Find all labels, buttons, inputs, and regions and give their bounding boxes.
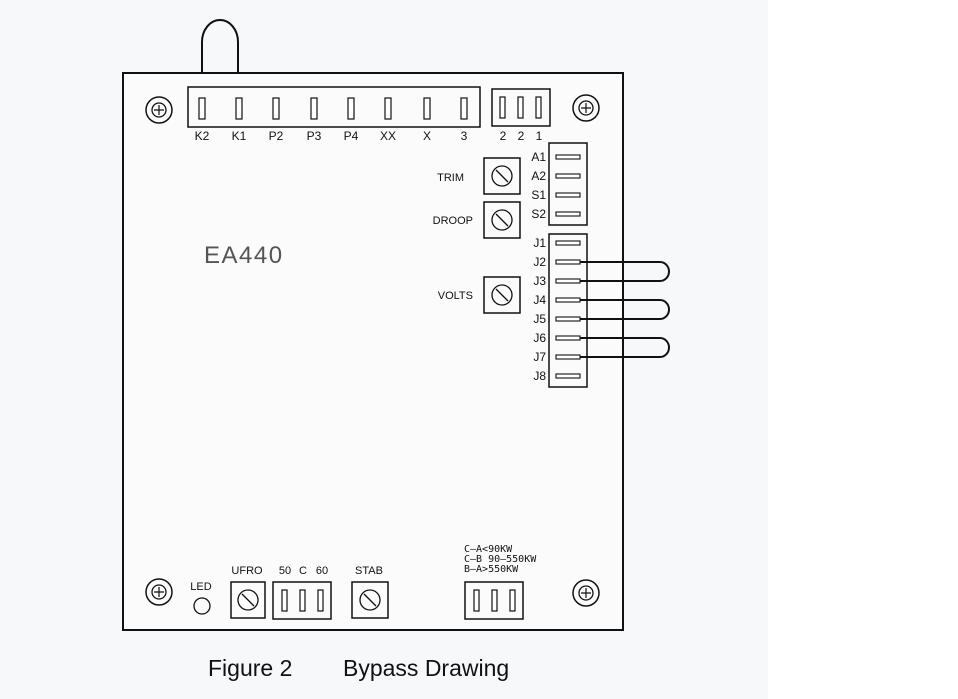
a-terminal-pins [555, 154, 581, 217]
mount-hole-bottom-left [145, 578, 173, 606]
ufro-label: UFRO [231, 565, 263, 577]
terminal-label-p2: P2 [269, 129, 284, 143]
terminal-label-j3: J3 [533, 274, 546, 288]
board-outline [122, 72, 624, 631]
droop-label: DROOP [433, 215, 473, 227]
top-right-connector-pins [499, 96, 542, 119]
jumper-j6-j7 [580, 337, 670, 358]
freq-selector-block [272, 581, 332, 620]
jumper-j4-j5 [580, 299, 670, 320]
jumper-j2-j3 [580, 261, 670, 282]
terminal-label-j8: J8 [533, 369, 546, 383]
trim-potentiometer[interactable] [483, 157, 521, 195]
volts-potentiometer[interactable] [483, 276, 521, 314]
a-terminal-block [548, 142, 588, 226]
kw-note-1: C—A<90KW [464, 544, 513, 555]
freq-label-60: 60 [316, 565, 328, 577]
terminal-label-a1: A1 [531, 150, 546, 164]
terminal-label-p4: P4 [344, 129, 359, 143]
kw-note-2: C—B 90—550KW [464, 554, 537, 565]
led-label: LED [190, 581, 211, 593]
jumper-k1-k2 [201, 19, 239, 84]
terminal-label-k2: K2 [195, 129, 210, 143]
top-terminal-pins [198, 97, 468, 120]
terminal-label-p3: P3 [307, 129, 322, 143]
top-right-connector [491, 88, 551, 127]
terminal-label-j5: J5 [533, 312, 546, 326]
droop-potentiometer[interactable] [483, 201, 521, 239]
stab-potentiometer[interactable] [351, 581, 389, 619]
terminal-label-xx: XX [380, 129, 396, 143]
led-indicator [193, 597, 211, 615]
freq-selector-pins [281, 589, 324, 612]
terminal-label-j4: J4 [533, 293, 546, 307]
ufro-potentiometer[interactable] [230, 581, 266, 619]
figure-caption-title: Bypass Drawing [343, 655, 509, 681]
stab-label: STAB [355, 565, 383, 577]
kw-selector-block [464, 581, 524, 620]
terminal-label-3: 3 [461, 129, 468, 143]
terminal-label-j1: J1 [533, 236, 546, 250]
kw-note-3: B—A>550KW [464, 564, 519, 575]
kw-selector-pins [473, 589, 516, 612]
terminal-label-j6: J6 [533, 331, 546, 345]
figure-caption-number: Figure 2 [208, 655, 292, 681]
j-terminal-pins [555, 240, 581, 379]
terminal-label-s2: S2 [531, 207, 546, 221]
model-label: EA440 [204, 242, 284, 269]
volts-label: VOLTS [438, 290, 473, 302]
terminal-label-j7: J7 [533, 350, 546, 364]
mount-hole-top-right [572, 94, 600, 122]
trim-label: TRIM [437, 172, 464, 184]
connector-label-1: 1 [536, 129, 543, 143]
terminal-label-a2: A2 [531, 169, 546, 183]
terminal-label-s1: S1 [531, 188, 546, 202]
j-terminal-block [548, 233, 588, 388]
mount-hole-top-left [145, 96, 173, 124]
top-terminal-block [187, 86, 481, 128]
connector-label-2a: 2 [500, 129, 507, 143]
terminal-label-j2: J2 [533, 255, 546, 269]
freq-label-c: C [299, 565, 307, 577]
freq-label-50: 50 [279, 565, 291, 577]
connector-label-2b: 2 [518, 129, 525, 143]
terminal-label-k1: K1 [232, 129, 247, 143]
mount-hole-bottom-right [572, 579, 600, 607]
terminal-label-x: X [423, 129, 431, 143]
